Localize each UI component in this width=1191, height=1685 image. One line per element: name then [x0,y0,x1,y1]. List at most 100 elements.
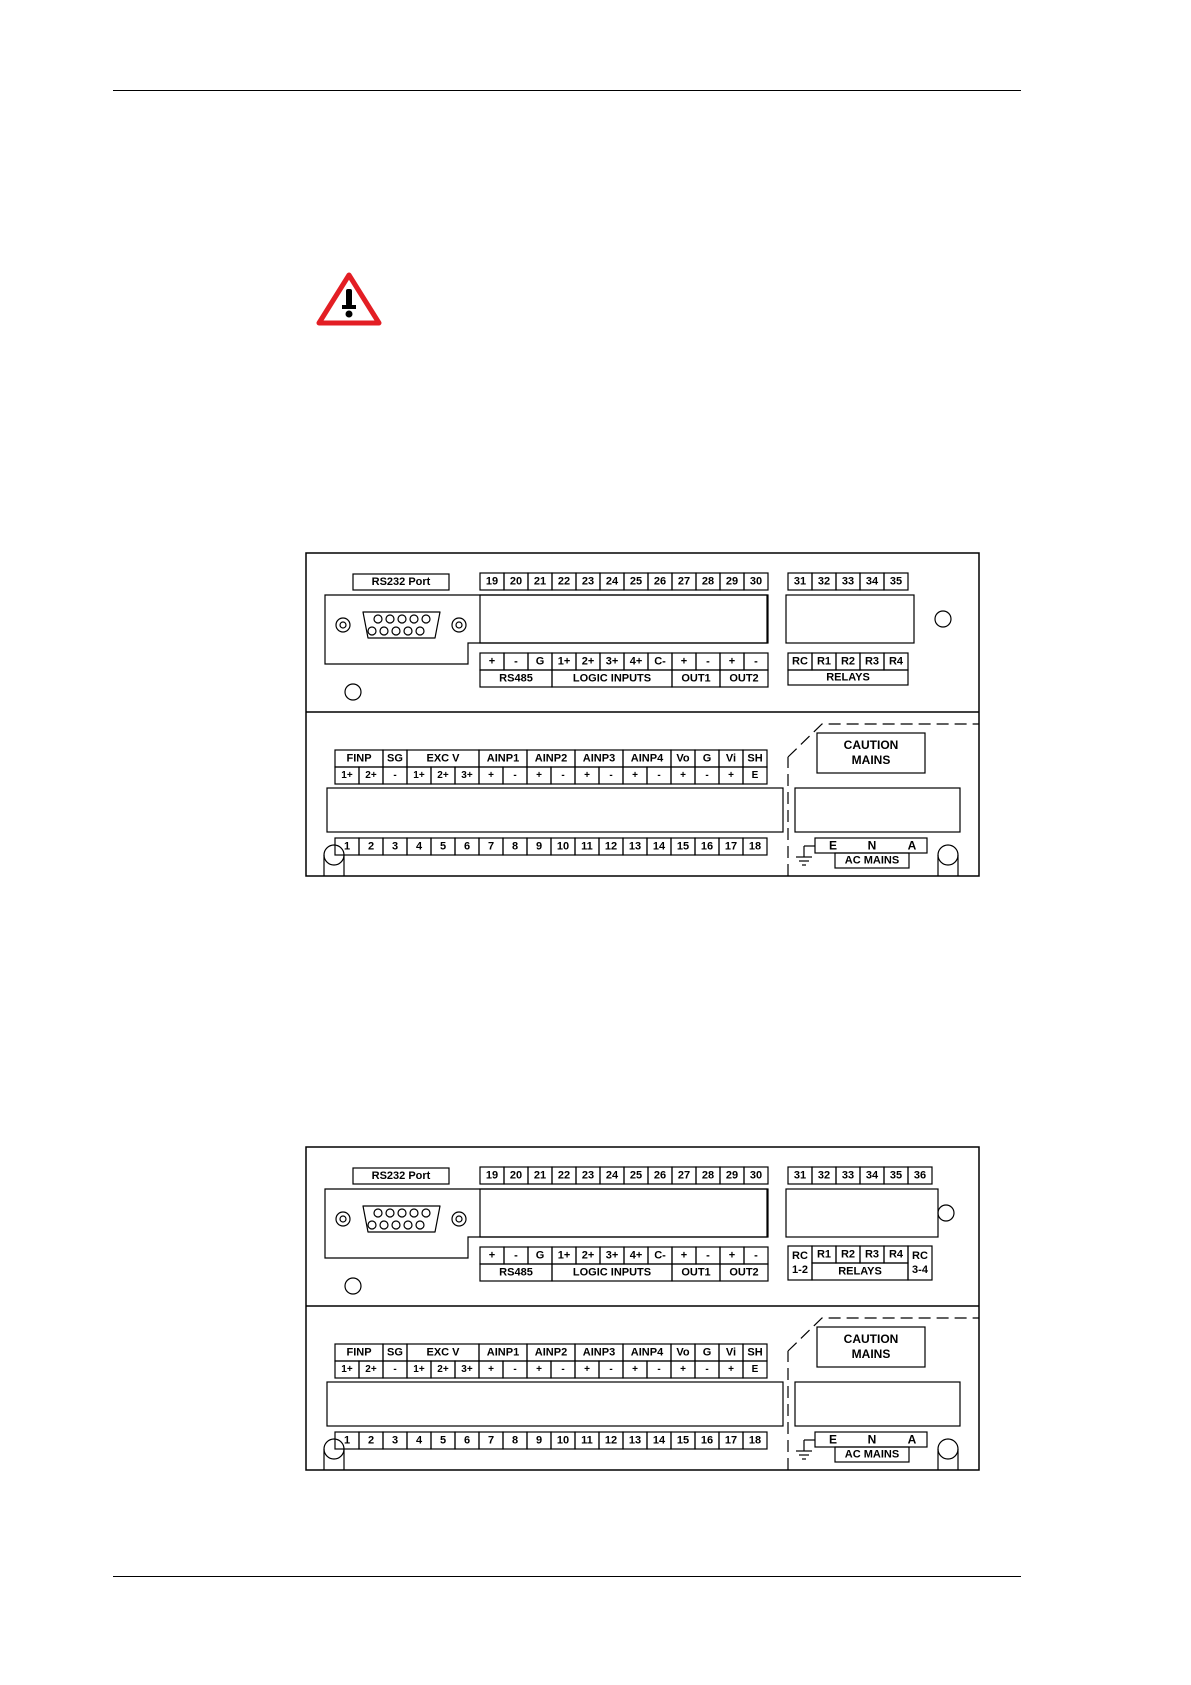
bottom-terminal-number-label: 8 [512,1435,518,1447]
relay-terminal-signal-label: R3 [865,656,879,668]
relay-terminal-number-cell [907,1166,933,1185]
top-terminal-number-label: 30 [750,1170,762,1182]
db9-pin [385,614,395,624]
relay-terminal-number-label: 34 [866,1170,879,1182]
caution-label: MAINS [852,1347,891,1361]
top-terminal-signal-label: + [489,656,495,668]
bottom-terminal-number-label: 7 [488,1435,494,1447]
mounting-hole [934,610,952,628]
header-rule [113,90,1021,91]
relay-terminal-signal-label: R3 [865,1249,879,1261]
mains-signal-label: E [829,1433,837,1447]
top-terminal-number-label: 24 [606,576,619,588]
rs232-connector-housing [324,594,768,665]
mains-signal-label: A [908,1433,917,1447]
bottom-group-label: G [703,753,712,765]
bottom-terminal-signal-label: 1+ [413,1364,425,1375]
bottom-terminal-signal-label: - [705,1364,708,1375]
bottom-terminal-number-label: 13 [629,1435,641,1447]
top-terminal-group-label: OUT2 [729,1267,758,1279]
relay-rc-right-box [907,1245,933,1281]
mounting-hole [344,1277,362,1295]
mounting-hole [937,844,959,866]
relay-terminal-signal-label: R1 [817,656,831,668]
top-terminal-number-label: 28 [702,1170,714,1182]
bottom-group-label: AINP3 [583,753,615,765]
caution-box [816,1326,926,1368]
mains-terminal-block [794,1381,961,1427]
bottom-group-label: FINP [346,1347,371,1359]
top-terminal-number-label: 29 [726,1170,738,1182]
db9-pin [367,1220,377,1230]
bottom-terminal-signal-label: + [632,1364,638,1375]
bottom-terminal-number-label: 14 [653,841,666,853]
mains-signal-label: E [829,839,837,853]
relay-terminal-number-label: 31 [794,1170,806,1182]
bottom-terminal-number-label: 4 [416,1435,423,1447]
bottom-terminal-signal-label: + [728,770,734,781]
mains-signal-label: A [908,839,917,853]
bottom-terminal-number-cell [742,837,768,856]
bottom-group-label: AINP2 [535,753,567,765]
mains-signal-label: N [868,839,877,853]
connector-screw-icon [451,1211,467,1227]
bottom-terminal-number-label: 9 [536,841,542,853]
bottom-terminal-number-label: 3 [392,1435,398,1447]
mounting-hole [937,1204,955,1222]
bottom-terminal-block [326,1381,784,1427]
top-terminal-group-label: RS485 [499,1267,533,1279]
top-terminal-signal-label: + [681,1250,687,1262]
relay-terminal-signal-label: R4 [889,656,904,668]
db9-pin [421,614,431,624]
bottom-group-label: AINP1 [487,753,519,765]
bottom-terminal-signal-label: 2+ [365,1364,377,1375]
bottom-terminal-signal-label: + [488,770,494,781]
bottom-group-label: FINP [346,753,371,765]
bottom-terminal-number-label: 18 [749,1435,761,1447]
mains-terminal-block [794,787,961,833]
top-terminal-number-label: 30 [750,576,762,588]
top-terminal-signal-label: G [536,656,545,668]
relay-rc-right-label: RC [912,1250,928,1262]
db9-pin [391,1220,401,1230]
panel-frame [305,1146,980,1471]
bottom-terminal-number-label: 6 [464,841,470,853]
rs232-port-label: RS232 Port [372,576,431,588]
ac-mains-box [834,852,910,869]
caution-label: MAINS [852,753,891,767]
bottom-terminal-signal-label: - [609,770,612,781]
top-terminal-number-label: 25 [630,1170,642,1182]
bottom-terminal-number-label: 1 [344,1435,350,1447]
bottom-terminal-number-label: 14 [653,1435,666,1447]
relay-rc-left-label: 1-2 [792,1264,808,1276]
top-terminal-number-label: 28 [702,576,714,588]
connector-screw-icon [455,621,463,629]
bottom-group-label: SH [747,753,762,765]
bottom-terminal-signal-label: 3+ [461,770,473,781]
bottom-terminal-signal-label: + [680,770,686,781]
bottom-terminal-signal-label: + [632,770,638,781]
top-terminal-number-label: 26 [654,576,666,588]
relay-terminal-number-label: 35 [890,1170,902,1182]
caution-label: CAUTION [844,1332,899,1346]
top-terminal-number-cell [743,1166,769,1185]
bottom-terminal-number-label: 16 [701,1435,713,1447]
relay-terminal-number-label: 33 [842,576,854,588]
bottom-group-label: AINP2 [535,1347,567,1359]
bottom-terminal-signal-label: 1+ [341,1364,353,1375]
top-terminal-number-label: 22 [558,576,570,588]
bottom-group-label: EXC V [426,753,460,765]
top-terminal-number-label: 27 [678,576,690,588]
bottom-terminal-signal-cell [742,1360,768,1379]
top-terminal-signal-label: 4+ [630,656,643,668]
bottom-terminal-number-label: 7 [488,841,494,853]
relay-rc-left-label: RC [792,1250,808,1262]
db9-pin [379,626,389,636]
top-terminal-signal-label: - [754,656,758,668]
top-terminal-group-label: OUT1 [681,673,710,685]
bottom-group-label: Vo [676,1347,690,1359]
bottom-terminal-signal-label: 1+ [413,770,425,781]
bottom-group-label: Vi [726,753,736,765]
